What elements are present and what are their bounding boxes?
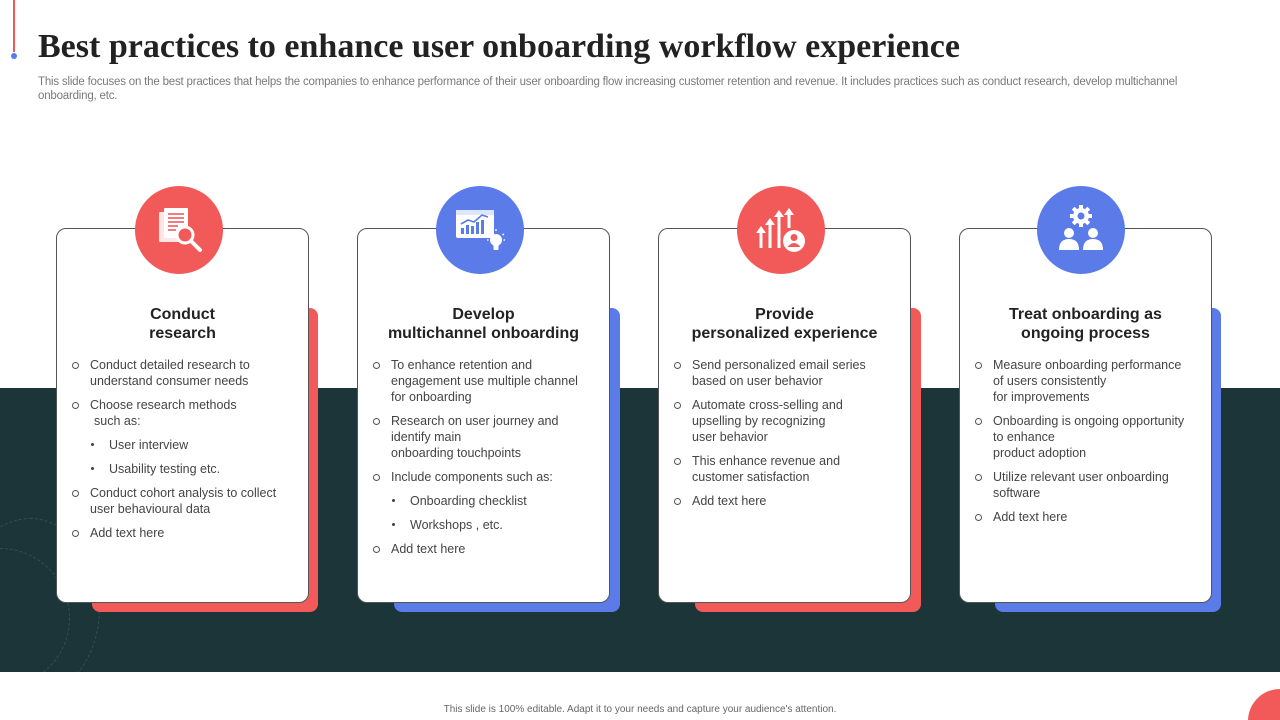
growth-arrows-user-icon <box>737 186 825 274</box>
list-item: Add text here <box>673 493 898 509</box>
list-item: Add text here <box>372 541 597 557</box>
analytics-dashboard-lightbulb-icon <box>436 186 524 274</box>
list-item: Include components such as: <box>372 469 597 485</box>
corner-decoration <box>1248 689 1280 720</box>
slide-footer: This slide is 100% editable. Adapt it to… <box>443 704 837 715</box>
sub-list-item: Workshops , etc. <box>372 517 597 533</box>
accent-dot <box>11 53 17 59</box>
list-item: Add text here <box>974 509 1199 525</box>
sub-list-item: Usability testing etc. <box>71 461 296 477</box>
slide-title: Best practices to enhance user onboardin… <box>38 28 960 65</box>
research-document-magnifier-icon <box>135 186 223 274</box>
list-item: Add text here <box>71 525 296 541</box>
accent-line <box>13 0 15 52</box>
sub-list-item: User interview <box>71 437 296 453</box>
sub-list-item: Onboarding checklist <box>372 493 597 509</box>
slide-subtitle: This slide focuses on the best practices… <box>38 76 1178 102</box>
team-gear-icon <box>1037 186 1125 274</box>
